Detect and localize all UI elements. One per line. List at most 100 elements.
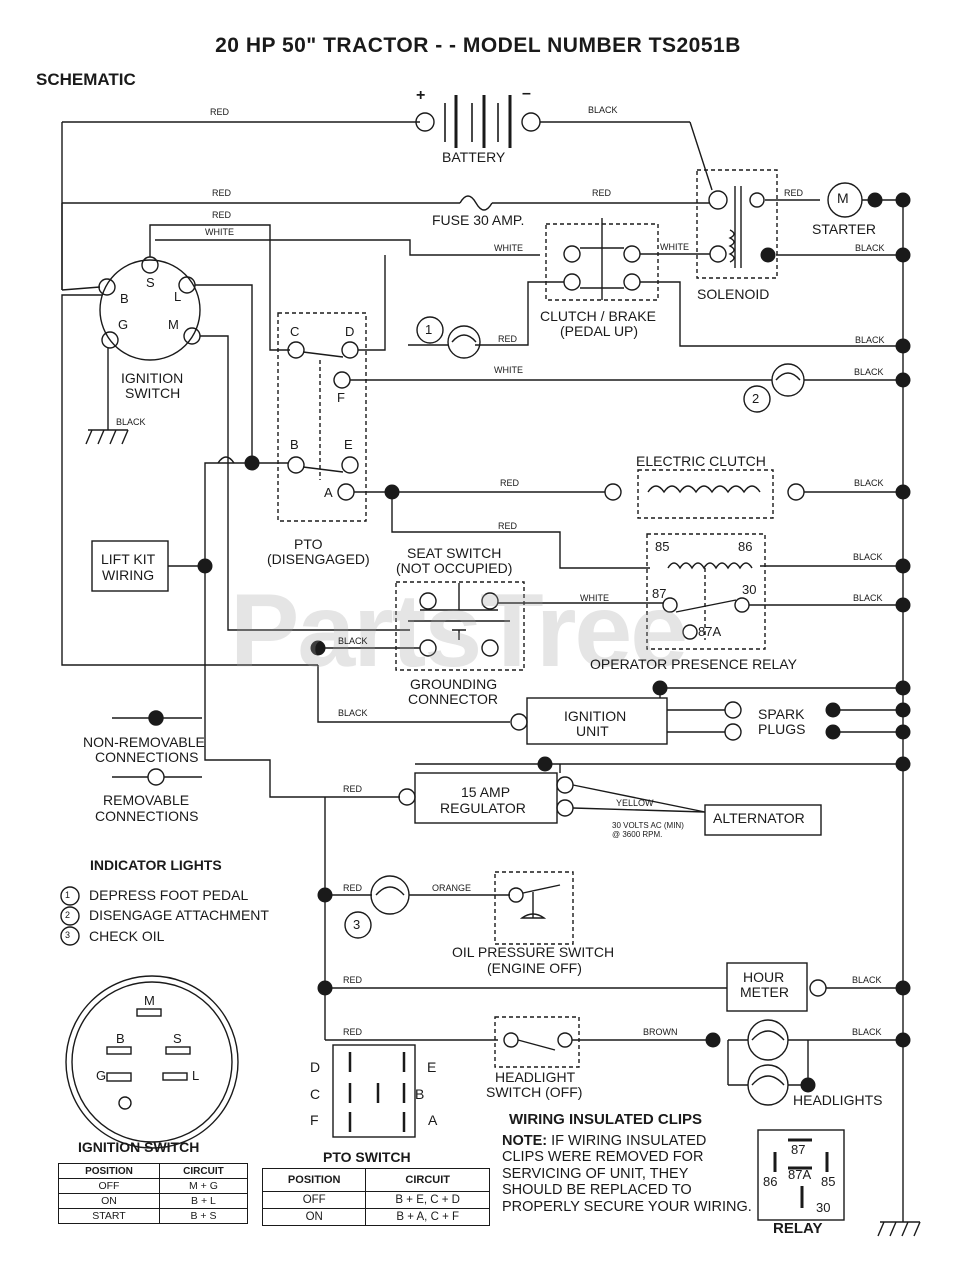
section-title: SCHEMATIC [36,70,136,89]
wire-label-white: WHITE [205,227,234,237]
pto-face-d: D [310,1059,321,1075]
splice-dot [895,980,911,996]
oil-pressure-label-2: (ENGINE OFF) [487,960,582,976]
alternator-spec-1: 30 VOLTS AC (MIN) [612,821,684,830]
pto-face-c: C [310,1086,321,1102]
wire-label-black: BLACK [855,335,885,345]
starter-symbol-label: M [837,190,849,206]
lamp-2-number: 2 [752,391,760,406]
ign-face-s: S [173,1031,182,1046]
table-cell: ON [58,1193,160,1209]
ign-terminal-g: G [118,317,129,332]
ign-terminal-l: L [174,289,182,304]
wire-label-black: BLACK [338,708,368,718]
pto-terminal-a: A [324,485,333,500]
wire-label-black: BLACK [338,636,368,646]
splice-dot [895,724,911,740]
splice-dot [895,247,911,263]
ignition-unit-label-2: UNIT [576,723,609,739]
wire-label-black: BLACK [852,975,882,985]
grounding-connector-label-2: CONNECTOR [408,691,498,707]
splice-dot [197,558,213,574]
ignition-switch-face [65,975,239,1149]
indicator-2-num: 2 [65,910,71,920]
operator-presence-relay-label: OPERATOR PRESENCE RELAY [590,656,797,672]
splice-dot [895,702,911,718]
relay-face-87a: 87A [788,1167,812,1182]
wire-label-red: RED [343,975,363,985]
splice-dot [895,680,911,696]
pto-terminal-f: F [337,390,345,405]
alternator-symbol [704,804,822,836]
splice-dot [317,887,333,903]
clutch-brake-label-2: (PEDAL UP) [560,323,639,339]
table-cell: B + L [158,1193,249,1209]
wiring-clips-note: NOTE: IF WIRING INSULATED CLIPS WERE REM… [502,1133,752,1215]
pto-terminal-e: E [344,437,353,452]
lamp-1-number: 1 [425,322,433,337]
fuse-symbol [459,195,493,211]
regulator-label-2: REGULATOR [440,800,526,816]
spark-plugs-label-1: SPARK [758,706,805,722]
ignition-switch-label-2: SWITCH [125,385,181,401]
relay-face-87: 87 [791,1142,806,1157]
ign-face-l: L [192,1068,200,1083]
oil-pressure-switch-symbol [494,871,574,945]
relay-face-85: 85 [821,1174,836,1189]
pto-col-circuit: CIRCUIT [365,1168,490,1192]
legend-non-removable-1: NON-REMOVABLE [83,734,205,750]
indicator-1-label: DEPRESS FOOT PEDAL [89,887,249,903]
splice-dot [244,455,260,471]
splice-dot [895,1032,911,1048]
table-cell: B + A, C + F [365,1208,490,1226]
table-cell: START [58,1208,160,1224]
table-cell: B + S [158,1208,249,1224]
wiring-clips-title: WIRING INSULATED CLIPS [509,1111,703,1128]
relay-title: RELAY [773,1220,823,1237]
wire-label-orange: ORANGE [432,883,472,893]
splice-dot [537,756,553,772]
wire-label-red: RED [212,210,232,220]
splice-dot [895,756,911,772]
pto-col-position: POSITION [261,1168,367,1192]
splice-dot [825,724,841,740]
legend-removable-symbol [112,768,202,786]
seat-switch-label-1: SEAT SWITCH [407,545,502,561]
wire-label-black: BLACK [852,1027,882,1037]
splice-dot [800,1077,816,1093]
pto-face-e: E [427,1059,437,1075]
battery-negative: – [522,85,531,102]
wire-label-yellow: YELLOW [616,798,654,808]
wire-label-black: BLACK [116,417,146,427]
ign-col-circuit: CIRCUIT [158,1163,249,1179]
splice-dot [895,192,911,208]
headlight-switch-label-1: HEADLIGHT [495,1069,576,1085]
oil-pressure-label-1: OIL PRESSURE SWITCH [452,944,615,960]
watermark: PartsTree [230,573,688,689]
wire-label-brown: BROWN [643,1027,678,1037]
splice-dot [895,338,911,354]
relay-face-30: 30 [816,1200,831,1215]
wire-label-red: RED [592,188,612,198]
relay-87a: 87A [698,624,722,639]
legend-removable-2: CONNECTIONS [95,808,199,824]
wire-label-white: WHITE [494,243,523,253]
legend-removable-1: REMOVABLE [103,792,190,808]
indicator-3-num: 3 [65,930,71,940]
wire-label-red: RED [498,521,518,531]
ignition-unit-label-1: IGNITION [564,708,627,724]
legend-non-removable-symbol [112,710,202,726]
splice-dot [867,192,883,208]
wire-label-black: BLACK [853,593,883,603]
ign-face-m: M [144,993,155,1008]
pto-terminal-b: B [290,437,299,452]
table-cell: M + G [158,1178,249,1194]
wire-label-red: RED [212,188,232,198]
clutch-brake-label-1: CLUTCH / BRAKE [540,308,656,324]
splice-dot [895,597,911,613]
ground-symbol-right [877,1221,921,1237]
